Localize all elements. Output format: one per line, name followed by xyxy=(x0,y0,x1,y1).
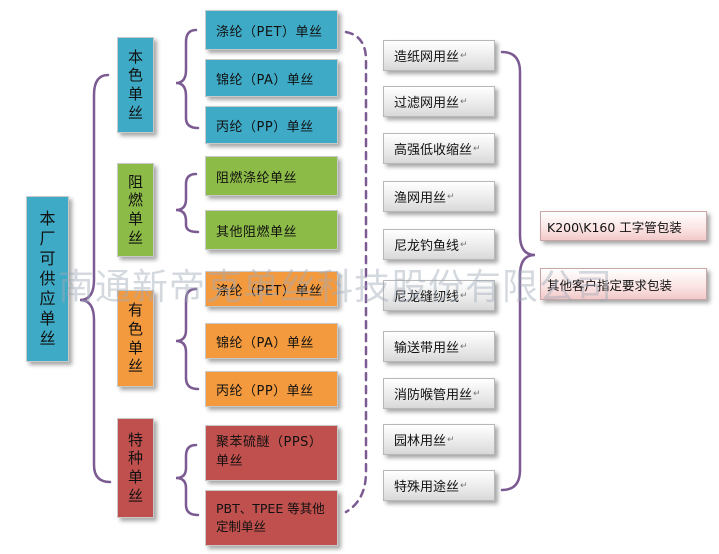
application-item: 园林用丝↵ xyxy=(383,424,495,455)
paragraph-mark-icon: ↵ xyxy=(460,480,468,491)
application-item: 高强低收缩丝↵ xyxy=(383,133,495,164)
application-item: 过滤网用丝↵ xyxy=(383,86,495,117)
application-item: 造纸网用丝↵ xyxy=(383,40,495,71)
application-item: 渔网用丝↵ xyxy=(383,181,495,212)
application-item: 消防喉管用丝↵ xyxy=(383,378,495,409)
paragraph-mark-icon: ↵ xyxy=(460,96,468,107)
product-item: 涤纶（PET）单丝 xyxy=(205,10,338,50)
root-label: 本厂可供应单丝 xyxy=(39,209,56,348)
application-item: 输送带用丝↵ xyxy=(383,331,495,362)
category-special: 特种单丝 xyxy=(117,418,154,518)
product-item: 阻燃涤纶单丝 xyxy=(205,156,338,196)
paragraph-mark-icon: ↵ xyxy=(473,388,481,399)
paragraph-mark-icon: ↵ xyxy=(460,341,468,352)
product-item: 聚苯硫醚（PPS）单丝 xyxy=(205,425,338,481)
paragraph-mark-icon: ↵ xyxy=(460,50,468,61)
product-item: 其他阻燃单丝 xyxy=(205,210,338,250)
category-label: 阻燃单丝 xyxy=(127,172,143,247)
application-item: 尼龙缝纫线↵ xyxy=(383,280,495,311)
category-label: 有色单丝 xyxy=(127,301,143,376)
product-item: 丙纶（PP）单丝 xyxy=(205,371,338,407)
paragraph-mark-icon: ↵ xyxy=(447,434,455,445)
category-colored: 有色单丝 xyxy=(117,290,154,387)
product-item: 涤纶（PET）单丝 xyxy=(205,271,338,307)
application-item: 尼龙钓鱼线↵ xyxy=(383,229,495,260)
paragraph-mark-icon: ↵ xyxy=(460,290,468,301)
category-label: 本色单丝 xyxy=(127,47,143,122)
paragraph-mark-icon: ↵ xyxy=(460,239,468,250)
product-item: 锦纶（PA）单丝 xyxy=(205,59,338,97)
category-flame-retardant: 阻燃单丝 xyxy=(117,163,154,257)
paragraph-mark-icon: ↵ xyxy=(447,191,455,202)
paragraph-mark-icon: ↵ xyxy=(473,143,481,154)
product-item: 锦纶（PA）单丝 xyxy=(205,323,338,359)
product-item: 丙纶（PP）单丝 xyxy=(205,106,338,144)
product-item: PBT、TPEE 等其他定制单丝 xyxy=(205,490,338,546)
packaging-item: 其他客户指定要求包装 xyxy=(540,268,707,300)
root-node: 本厂可供应单丝 xyxy=(26,196,69,362)
application-item: 特殊用途丝↵ xyxy=(383,470,495,501)
packaging-item: K200\K160 工字管包装 xyxy=(540,211,707,241)
category-label: 特种单丝 xyxy=(127,430,143,505)
category-undyed: 本色单丝 xyxy=(117,37,154,133)
